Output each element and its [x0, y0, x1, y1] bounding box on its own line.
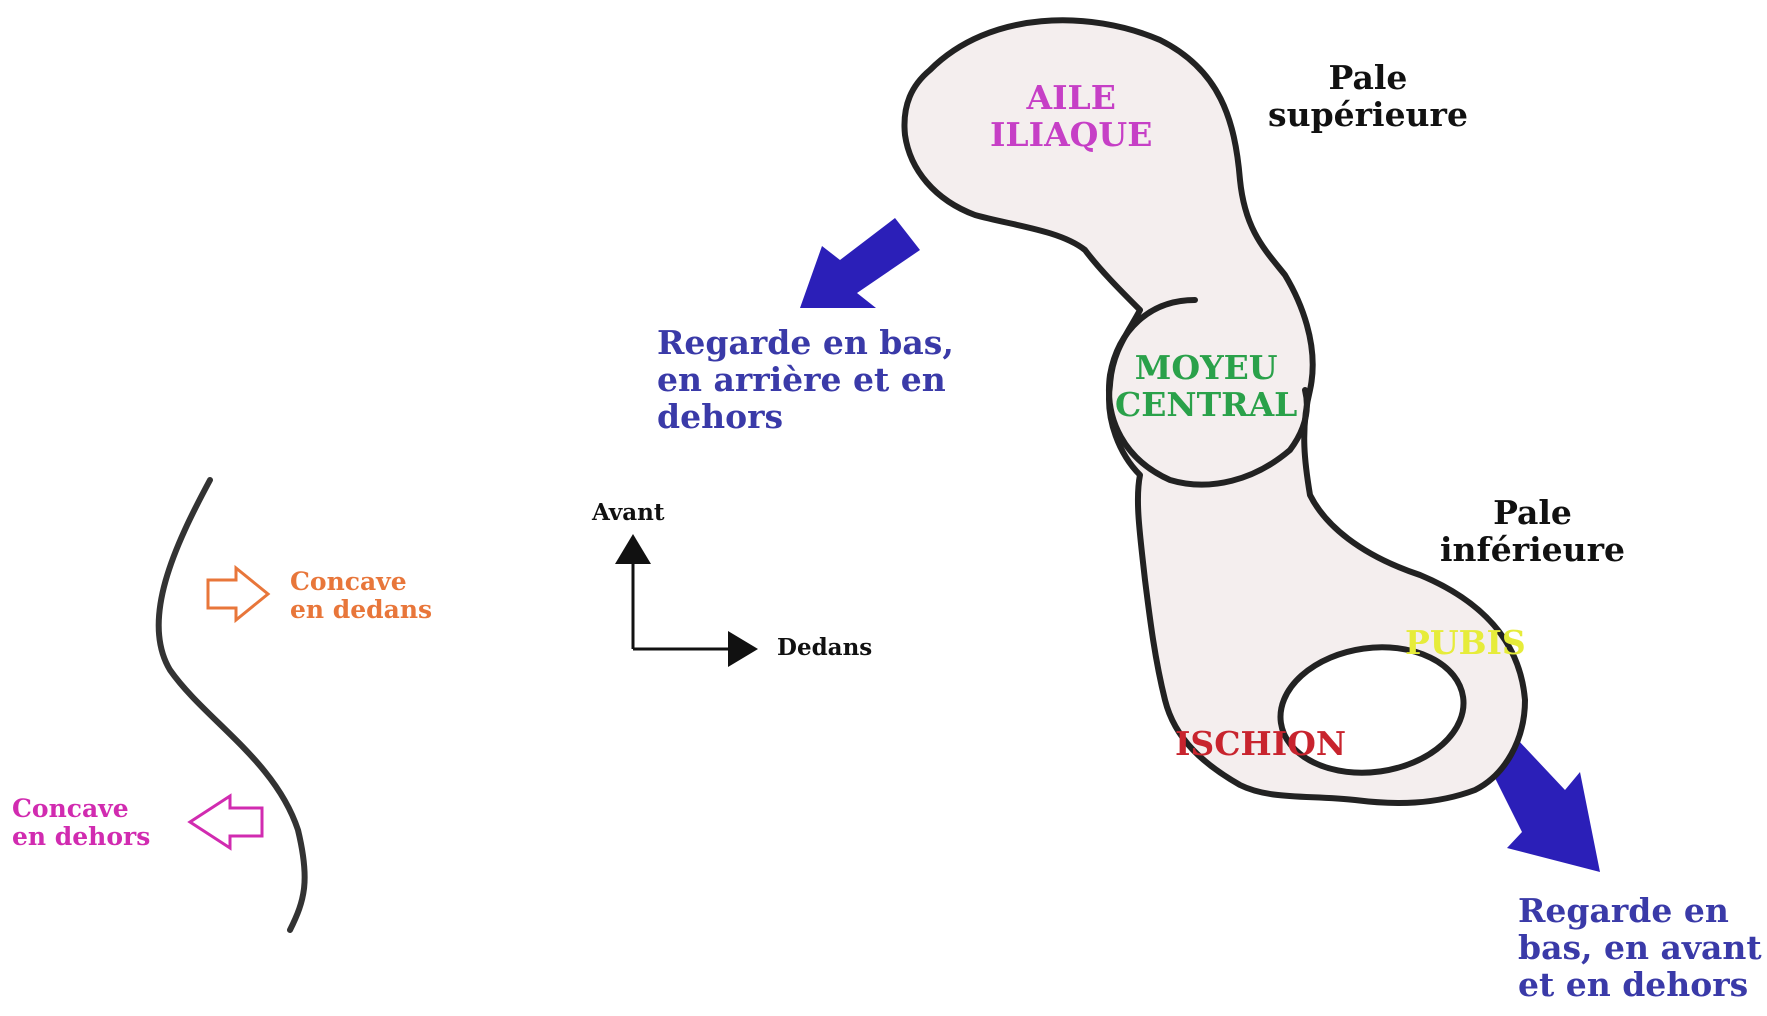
moyeu-label-line-2: CENTRAL: [1115, 384, 1298, 424]
concave-dehors-line-1: Concave: [12, 794, 129, 823]
aile-label-line-2: ILIAQUE: [990, 114, 1153, 154]
regard-sup-line-2: en arrière et en: [657, 359, 946, 399]
pale-inf-line-2: inférieure: [1440, 529, 1626, 569]
pale-superieure-label: Pale supérieure: [1268, 58, 1468, 134]
concave-dedans-line-2: en dedans: [290, 595, 433, 624]
blue-arrow-icon: [1490, 740, 1600, 872]
aile-label-line-1: AILE: [1026, 78, 1116, 117]
dedans-label: Dedans: [777, 634, 873, 661]
obturator-foramen: [1277, 644, 1467, 776]
pale-sup-line-2: supérieure: [1268, 94, 1468, 134]
concave-dehors-label: Concave en dehors: [12, 795, 150, 851]
regard-inf-line-1: Regarde en: [1518, 891, 1729, 930]
regard-sup-line-1: Regarde en bas,: [657, 323, 954, 362]
regard-superieur-label: Regarde en bas, en arrière et en dehors: [657, 323, 954, 436]
pale-inferieure-label: Pale inférieure: [1440, 493, 1626, 569]
acetabulum-outline: [1106, 297, 1310, 488]
hollow-arrow-icon: [206, 564, 271, 624]
blue-arrow-icon: [800, 218, 920, 308]
regard-inferieur-label: Regarde en bas, en avant et en dehors: [1518, 891, 1762, 1004]
axis-arrow-icon: [615, 534, 758, 667]
hollow-arrow-icon: [187, 793, 264, 851]
concave-dedans-line-1: Concave: [290, 567, 407, 596]
ischion-label: ISCHION: [1175, 724, 1347, 763]
regard-inf-line-3: et en dehors: [1518, 964, 1749, 1004]
pale-inf-line-1: Pale: [1493, 493, 1572, 532]
pubis-label: PUBIS: [1405, 623, 1526, 662]
concave-dehors-line-2: en dehors: [12, 822, 151, 851]
hip-bone-outline: [901, 17, 1528, 806]
regard-inf-line-2: bas, en avant: [1518, 927, 1762, 967]
moyeu-label-line-1: MOYEU: [1134, 348, 1278, 387]
concave-dedans-label: Concave en dedans: [290, 568, 432, 624]
regard-sup-line-3: dehors: [657, 396, 784, 436]
aile-iliaque-label: AILE ILIAQUE: [990, 78, 1153, 154]
concavity-curve: [155, 477, 308, 933]
avant-label: Avant: [592, 499, 665, 526]
moyeu-central-label: MOYEU CENTRAL: [1115, 348, 1298, 424]
pale-sup-line-1: Pale: [1328, 58, 1408, 97]
